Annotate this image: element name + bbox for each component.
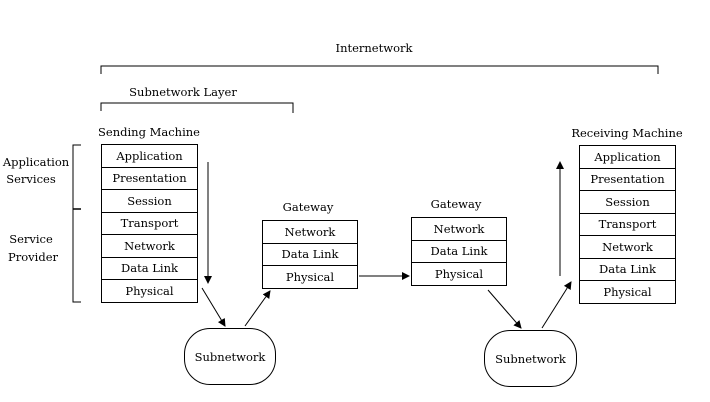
arrow-sender-to-subnet1 — [201, 287, 226, 327]
receiving-layer-presentation: Presentation — [580, 169, 675, 191]
subnetwork-layer-bracket — [100, 102, 294, 113]
receiving-layer-network: Network — [580, 236, 675, 259]
gateway-2-layer-physical: Physical — [412, 263, 506, 286]
gateway-1-title: Gateway — [282, 200, 334, 214]
service-provider-label-line2: Provider — [8, 250, 58, 264]
sending-layer-network: Network — [102, 235, 197, 258]
application-services-label-line1: Application — [2, 155, 70, 169]
sending-layer-data-link: Data Link — [102, 258, 197, 280]
sending-layer-physical: Physical — [102, 280, 197, 303]
sending-layer-presentation: Presentation — [102, 168, 197, 190]
sending-layer-transport: Transport — [102, 213, 197, 235]
receiving-layer-data-link: Data Link — [580, 259, 675, 281]
subnetwork-2-label: Subnetwork — [495, 351, 566, 366]
arrow-subnet1-to-gateway1 — [244, 290, 271, 327]
arrow-gateway2-to-subnet2 — [487, 289, 522, 329]
application-services-label-line2: Services — [6, 172, 56, 186]
sending-layer-session: Session — [102, 190, 197, 213]
subnetwork-1: Subnetwork — [184, 328, 276, 385]
subnetwork-2: Subnetwork — [484, 330, 577, 387]
service-provider-label-line1: Service — [9, 232, 53, 246]
sending-machine-title: Sending Machine — [98, 125, 200, 139]
gateway-2-layer-network: Network — [412, 218, 506, 241]
receiving-machine-title: Receiving Machine — [571, 126, 683, 140]
left-side-brace — [72, 144, 81, 303]
internetwork-label: Internetwork — [335, 41, 413, 55]
receiving-machine-stack: Application Presentation Session Transpo… — [579, 145, 676, 304]
gateway-1-stack: Network Data Link Physical — [262, 220, 358, 289]
subnetwork-layer-label: Subnetwork Layer — [129, 85, 237, 99]
receiving-layer-transport: Transport — [580, 214, 675, 236]
gateway-2-layer-data-link: Data Link — [412, 241, 506, 263]
gateway-1-layer-network: Network — [263, 221, 357, 244]
receiving-layer-application: Application — [580, 146, 675, 169]
gateway-2-title: Gateway — [430, 197, 482, 211]
gateway-2-stack: Network Data Link Physical — [411, 217, 507, 286]
subnetwork-1-label: Subnetwork — [194, 349, 266, 364]
internetwork-bracket — [100, 65, 659, 74]
sending-layer-application: Application — [102, 145, 197, 168]
arrow-subnet2-to-receiver — [541, 281, 572, 329]
sending-machine-stack: Application Presentation Session Transpo… — [101, 144, 198, 303]
receiving-layer-physical: Physical — [580, 281, 675, 304]
gateway-1-layer-data-link: Data Link — [263, 244, 357, 266]
gateway-1-layer-physical: Physical — [263, 266, 357, 289]
receiving-layer-session: Session — [580, 191, 675, 214]
